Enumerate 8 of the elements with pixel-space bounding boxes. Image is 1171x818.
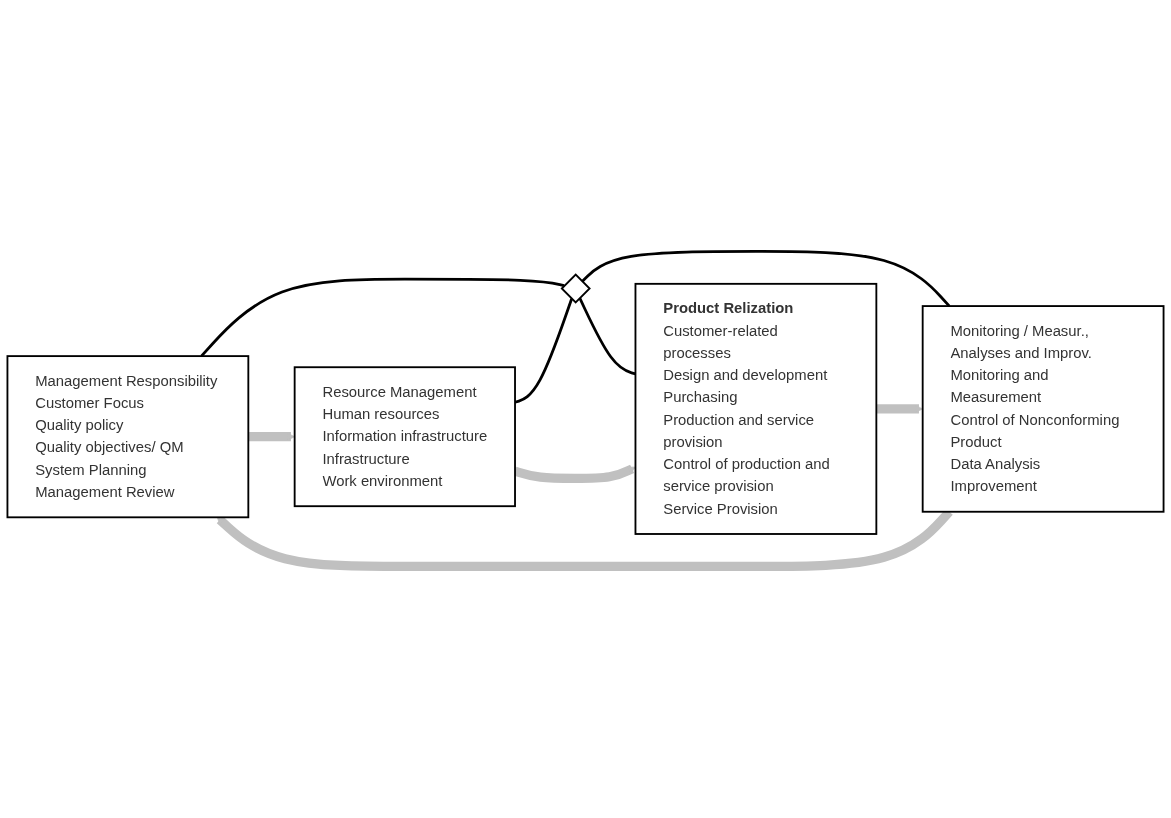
connector	[200, 277, 565, 358]
node-box: Management Responsibility Customer Focus Quality policy Quality objectives/ QM System Planning Management Review	[6, 355, 250, 519]
node-diamond	[560, 273, 591, 304]
connector	[578, 297, 636, 376]
node-box: Monitoring / Measur., Analyses and Improv. Monitoring and Measurement Control of Nonconforming Product Data Analysis Improvement	[921, 305, 1165, 513]
connector	[581, 250, 951, 308]
node-box: Resource Management Human resources Information infrastructure Infrastructure Work environment	[293, 366, 516, 508]
node-box: Product Relization Customer-related processes Design and development Purchasing Production and service provision Control of production and service provision Service Provision	[634, 283, 878, 535]
